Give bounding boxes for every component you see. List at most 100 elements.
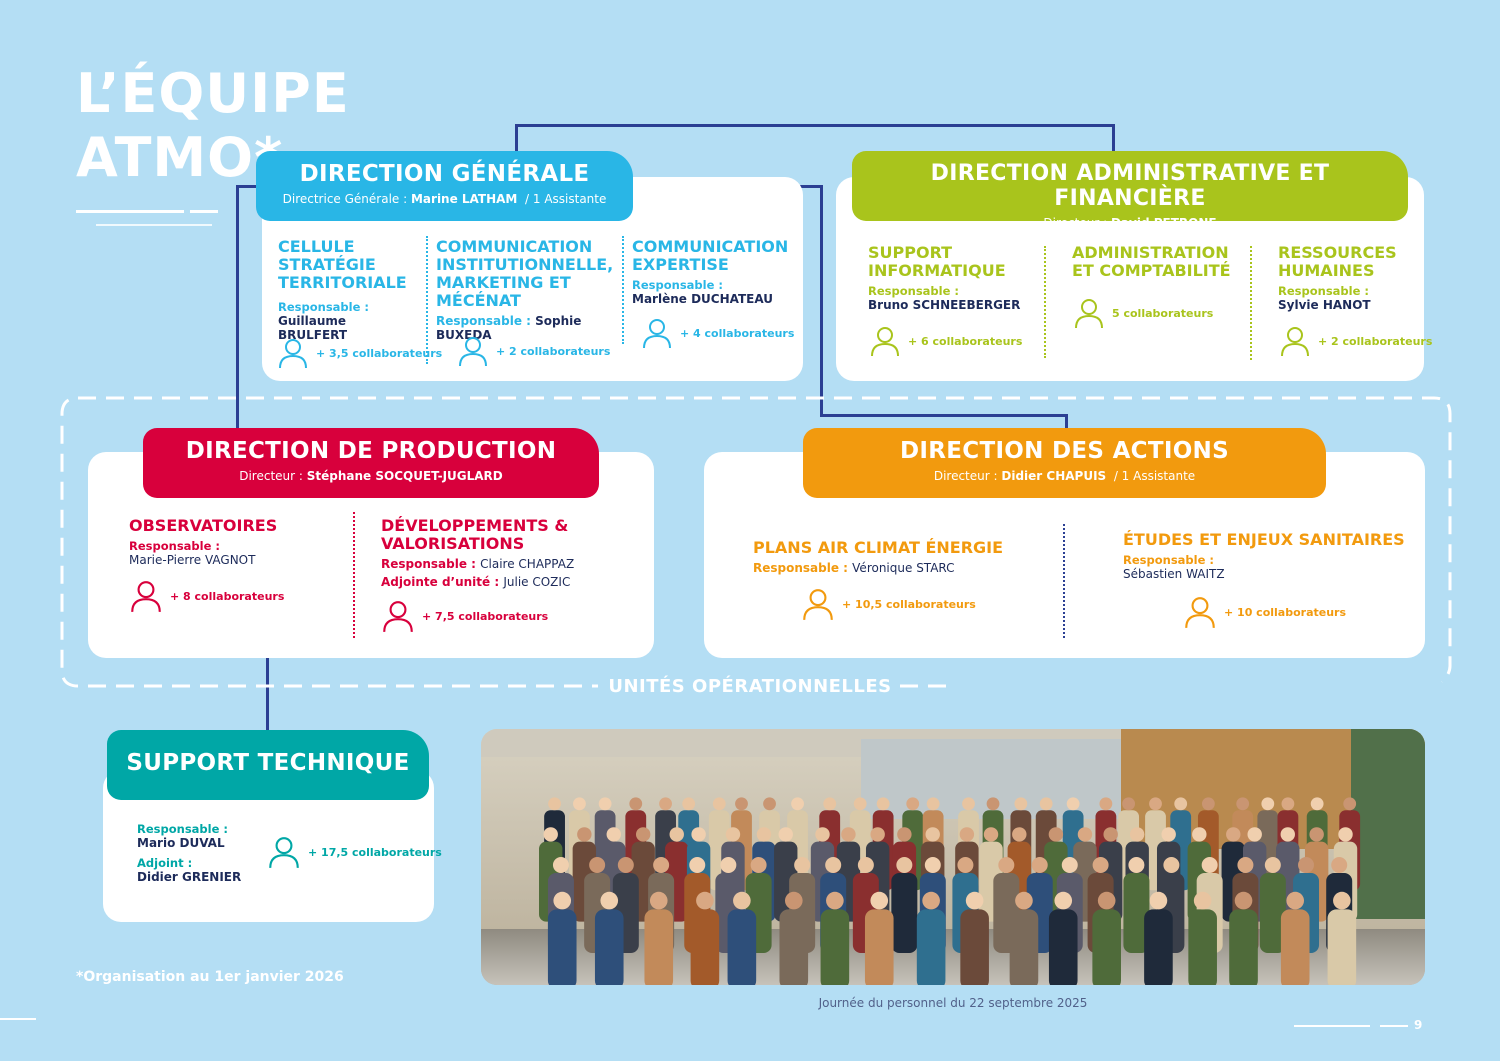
photo-person-head <box>924 857 941 873</box>
photo-person-head <box>548 797 561 811</box>
daf-unit-ressources-humaines: RESSOURCES HUMAINES Responsable : Sylvie… <box>1278 243 1397 313</box>
photo-person-head <box>606 827 621 842</box>
photo-person-head <box>1201 797 1215 811</box>
connector-dg-left-stub <box>236 185 258 188</box>
photo-person-head <box>794 857 811 873</box>
daf-unit-support-informatique-collaborators: + 6 collaborateurs <box>868 324 1022 358</box>
photo-person-head <box>653 857 670 873</box>
photo-person-head <box>983 827 999 842</box>
photo-person-head <box>649 891 668 910</box>
photo-person-head <box>733 891 751 910</box>
photo-person-head <box>1193 891 1212 910</box>
photo-person-head <box>1012 827 1027 842</box>
person-icon <box>459 337 487 367</box>
photo-person-head <box>870 891 889 910</box>
photo-person-head <box>553 891 572 910</box>
photo-person-head <box>778 827 793 842</box>
photo-person-head <box>1163 857 1180 873</box>
photo-person-head <box>1149 797 1162 811</box>
photo-person-head <box>552 857 569 873</box>
photo-person-head <box>1031 857 1048 873</box>
photo-person-head <box>791 797 804 811</box>
photo-person-head <box>720 857 737 873</box>
photo-person-body <box>644 909 674 985</box>
dp-separator <box>353 512 355 638</box>
photo-person-head <box>577 827 592 842</box>
st-header: SUPPORT TECHNIQUE <box>107 730 429 800</box>
connector-to-actions <box>820 414 1068 417</box>
dg-unit-strategie-collaborators: + 3,5 collaborateurs <box>276 336 442 370</box>
title-line-2: ATMO* <box>76 126 284 189</box>
person-icon <box>383 601 413 632</box>
photo-person-head <box>598 797 612 811</box>
photo-person-head <box>857 857 874 873</box>
st-details: Responsable : Mario DUVAL Adjoint : Didi… <box>137 822 242 884</box>
da-unit-plans-air-collaborators: + 10,5 collaborateurs <box>800 586 976 622</box>
photo-person-head <box>1077 827 1093 842</box>
footnote: *Organisation au 1er janvier 2026 <box>76 969 344 985</box>
footer-line-right-1 <box>1294 1025 1370 1027</box>
photo-person-head <box>1331 857 1348 873</box>
photo-person-head <box>1099 797 1113 811</box>
photo-person-head <box>853 797 867 811</box>
daf-unit-administration-collaborators: 5 collaborateurs <box>1072 296 1213 330</box>
person-icon <box>131 581 161 612</box>
da-unit-etudes-sanitaires: ÉTUDES ET ENJEUX SANITAIRES Responsable … <box>1123 530 1405 582</box>
daf-unit-support-informatique: SUPPORT INFORMATIQUE Responsable : Bruno… <box>868 243 1021 313</box>
photo-person-head <box>1122 797 1136 811</box>
da-title: DIRECTION DES ACTIONS <box>900 438 1229 464</box>
connector-top-horizontal <box>515 124 1115 127</box>
dp-unit-observatoires-collaborators: + 8 collaborateurs <box>128 578 284 614</box>
dg-separator-1 <box>426 236 428 364</box>
photo-person-head <box>1247 827 1262 842</box>
photo-person-head <box>1236 797 1250 811</box>
photo-person-head <box>635 827 651 842</box>
photo-person-head <box>1014 797 1028 811</box>
photo-person-head <box>784 891 803 910</box>
photo-person-body <box>1229 909 1258 985</box>
photo-person-head <box>1226 827 1241 842</box>
photo-person-head <box>1234 891 1253 910</box>
dg-director: Directrice Générale : Marine LATHAM / 1 … <box>282 192 607 206</box>
photo-person-head <box>1174 797 1188 811</box>
photo-person-head <box>1237 857 1254 873</box>
daf-separator-2 <box>1250 246 1252 360</box>
dg-unit-communication-expertise-collaborators: + 4 collaborateurs <box>640 316 794 350</box>
photo-person-head <box>896 857 913 873</box>
footer-line-left <box>0 1018 36 1020</box>
photo-person-head <box>1261 797 1275 811</box>
dg-unit-communication-institutionnelle-collaborators: + 2 collaborateurs <box>456 334 610 368</box>
photo-person-head <box>725 827 741 842</box>
photo-person-head <box>815 827 830 842</box>
photo-person-head <box>589 857 606 873</box>
photo-person-head <box>825 857 842 873</box>
daf-title: DIRECTION ADMINISTRATIVE ET FINANCIÈRE <box>930 161 1330 211</box>
photo-person-head <box>543 827 558 842</box>
photo-person-head <box>1281 797 1295 811</box>
photo-person-body <box>690 909 720 985</box>
da-unit-plans-air: PLANS AIR CLIMAT ÉNERGIE Responsable : V… <box>753 538 1004 576</box>
photo-person-body <box>594 909 624 985</box>
photo-person-head <box>573 797 586 811</box>
person-icon <box>1281 327 1309 357</box>
photo-person-head <box>689 857 706 873</box>
dg-unit-strategie: CELLULE STRATÉGIE TERRITORIALE Responsab… <box>278 237 407 343</box>
team-photo <box>481 729 1425 985</box>
title-underline <box>76 210 184 213</box>
connector-top-left <box>515 124 518 154</box>
photo-person-head <box>1103 827 1118 842</box>
photo-person-body <box>1188 909 1217 985</box>
photo-person-head <box>682 797 696 811</box>
photo-person-head <box>1061 857 1078 873</box>
dg-separator-2 <box>622 236 624 344</box>
connector-to-actions-down <box>1065 414 1068 430</box>
photo-person-head <box>1201 857 1218 873</box>
photo-person-head <box>870 827 885 842</box>
photo-person-head <box>957 857 974 873</box>
daf-unit-ressources-humaines-collaborators: + 2 collaborateurs <box>1278 324 1432 358</box>
photo-person-head <box>998 857 1015 873</box>
photo-person-head <box>1039 797 1053 811</box>
title-underline-short <box>190 210 218 213</box>
photo-person-head <box>763 797 776 811</box>
photo-person-head <box>826 891 844 910</box>
